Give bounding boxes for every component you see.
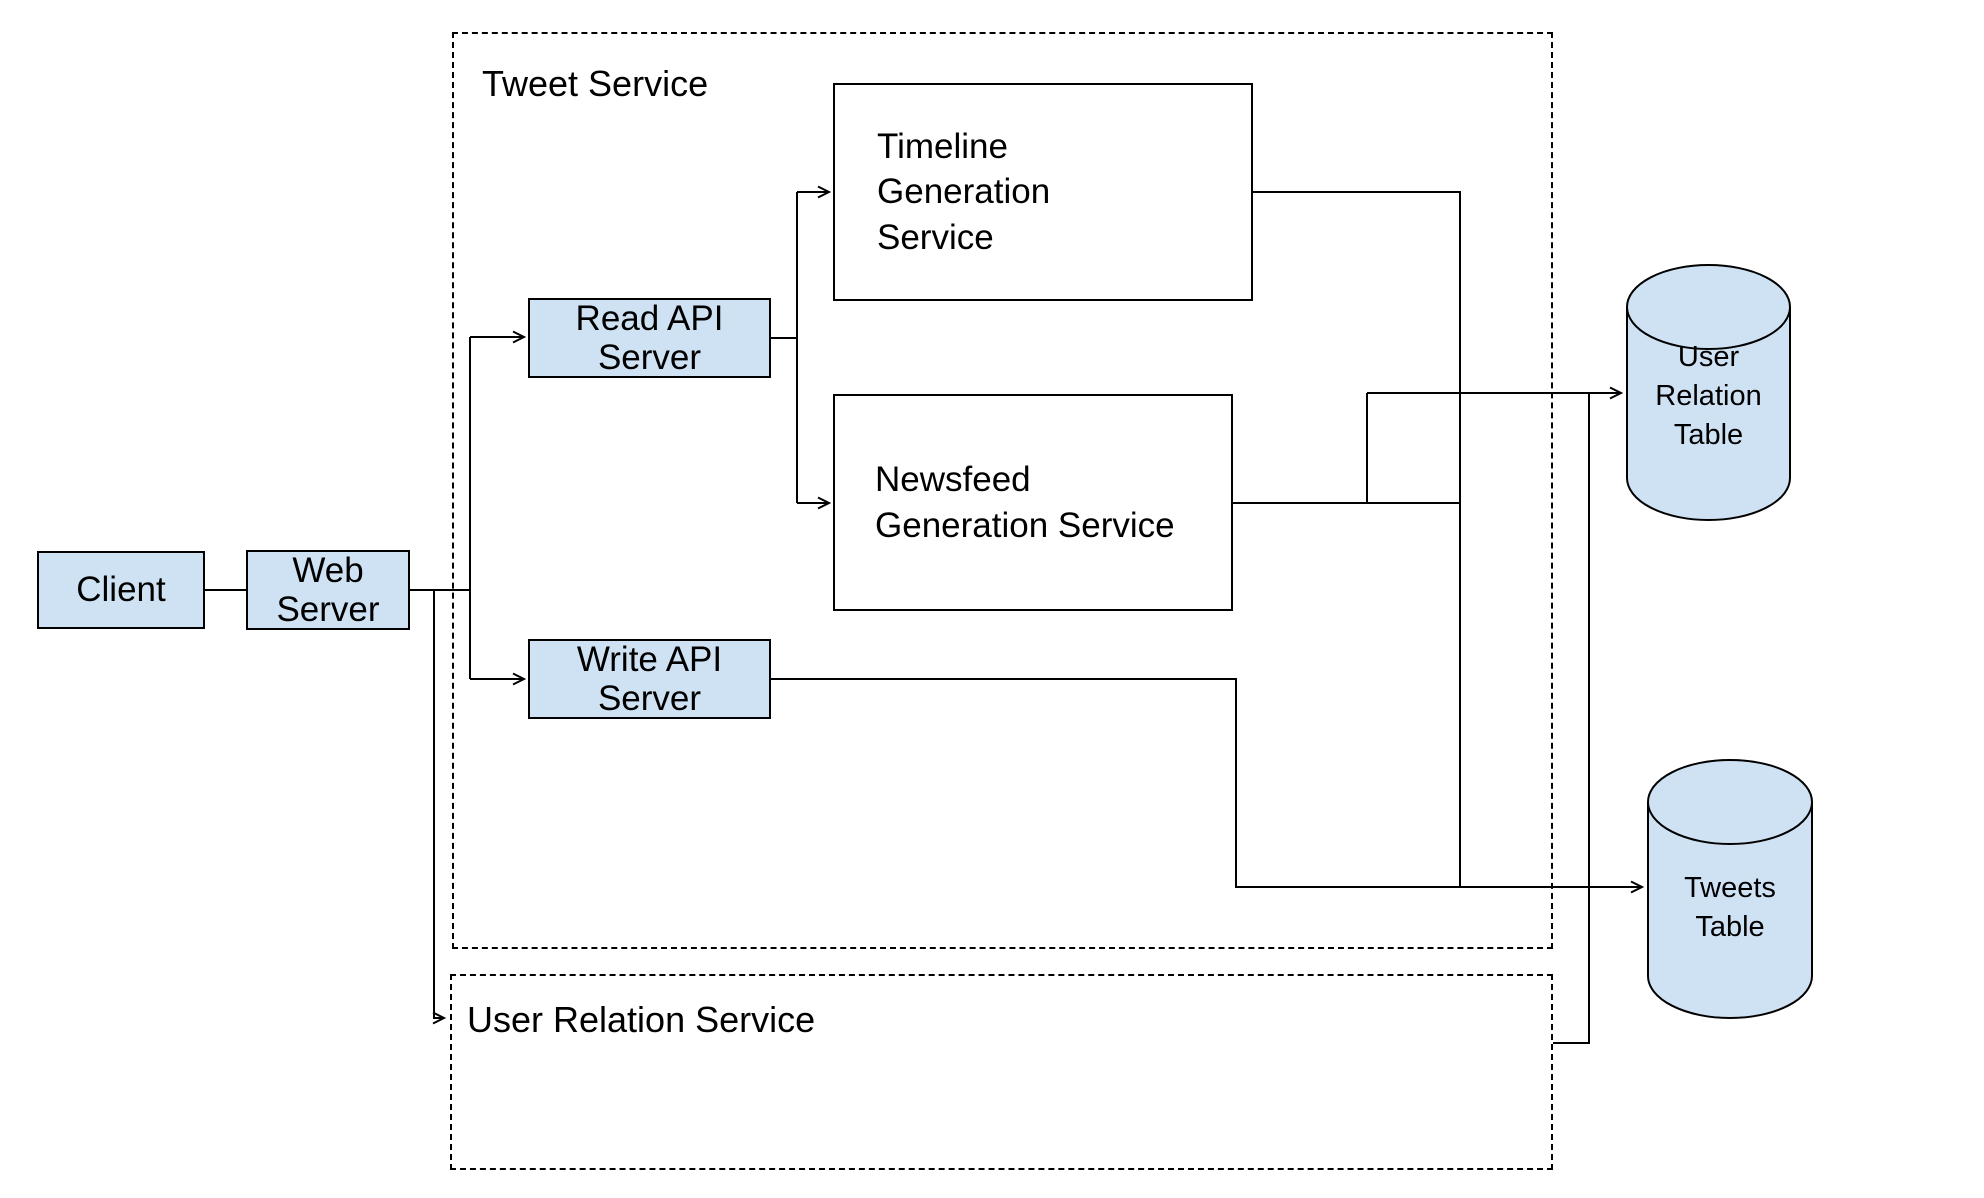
edge-web-to-user-relation-service-arrow <box>432 590 447 1025</box>
web-server-node: Web Server <box>246 550 410 630</box>
user-relation-table-body <box>1626 307 1791 521</box>
user-relation-table-top <box>1626 264 1791 350</box>
newsfeed-generation-service-node: Newsfeed Generation Service <box>833 394 1233 611</box>
newsfeed-generation-service-label: Newsfeed Generation Service <box>875 460 1175 545</box>
user-relation-table-label: User Relation Table <box>1655 341 1762 451</box>
tweet-service-container <box>452 32 1553 949</box>
tweets-table-top <box>1647 759 1813 845</box>
client-node: Client <box>37 551 205 629</box>
write-api-server-label: Write API Server <box>576 639 723 718</box>
client-label: Client <box>76 570 166 610</box>
tweets-table-body <box>1647 802 1813 1019</box>
user-relation-service-container <box>450 974 1553 1170</box>
edge-timeline-out <box>1253 191 1461 887</box>
read-api-server-node: Read API Server <box>528 298 771 378</box>
web-server-label: Web Server <box>276 550 380 629</box>
user-relation-service-label: User Relation Service <box>467 999 816 1040</box>
user-relation-table-cylinder <box>1626 264 1791 521</box>
tweets-table-label: Tweets Table <box>1684 872 1776 943</box>
tweets-table-cylinder <box>1647 759 1813 1019</box>
read-api-server-label: Read API Server <box>575 298 724 377</box>
write-api-server-node: Write API Server <box>528 639 771 719</box>
tweet-service-label: Tweet Service <box>482 63 709 104</box>
timeline-generation-service-node: Timeline Generation Service <box>833 83 1253 301</box>
timeline-generation-service-label: Timeline Generation Service <box>877 126 1051 257</box>
edge-user-relation-service-out <box>1553 393 1590 1044</box>
edge-write-api-to-tweets-table-arrow <box>771 678 1645 894</box>
